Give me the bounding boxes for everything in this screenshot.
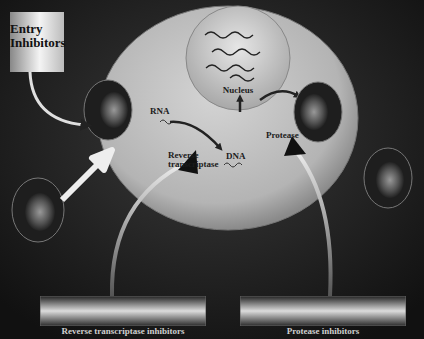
- drug-class-bar: Reverse transcriptase inhibitors: [40, 296, 206, 339]
- drug-class-bar: Protease inhibitors: [240, 296, 406, 339]
- bar-shape: [40, 296, 206, 326]
- node-label: Reverse transcriptase inhibitors: [30, 327, 216, 336]
- node-label: Protease inhibitors: [240, 327, 406, 336]
- nucleus-circle: Nucleus: [186, 6, 290, 110]
- part-label: RNA: [150, 107, 180, 116]
- node-label: Entry Inhibitors: [10, 22, 72, 49]
- part-label: Reverse transcriptase: [168, 151, 224, 170]
- inhibitor-box: Entry Inhibitors: [10, 12, 64, 72]
- part-label: DNA: [226, 152, 256, 161]
- node-label: Nucleus: [202, 86, 274, 95]
- bar-shape: [240, 296, 406, 326]
- part-label: Protease: [266, 131, 316, 140]
